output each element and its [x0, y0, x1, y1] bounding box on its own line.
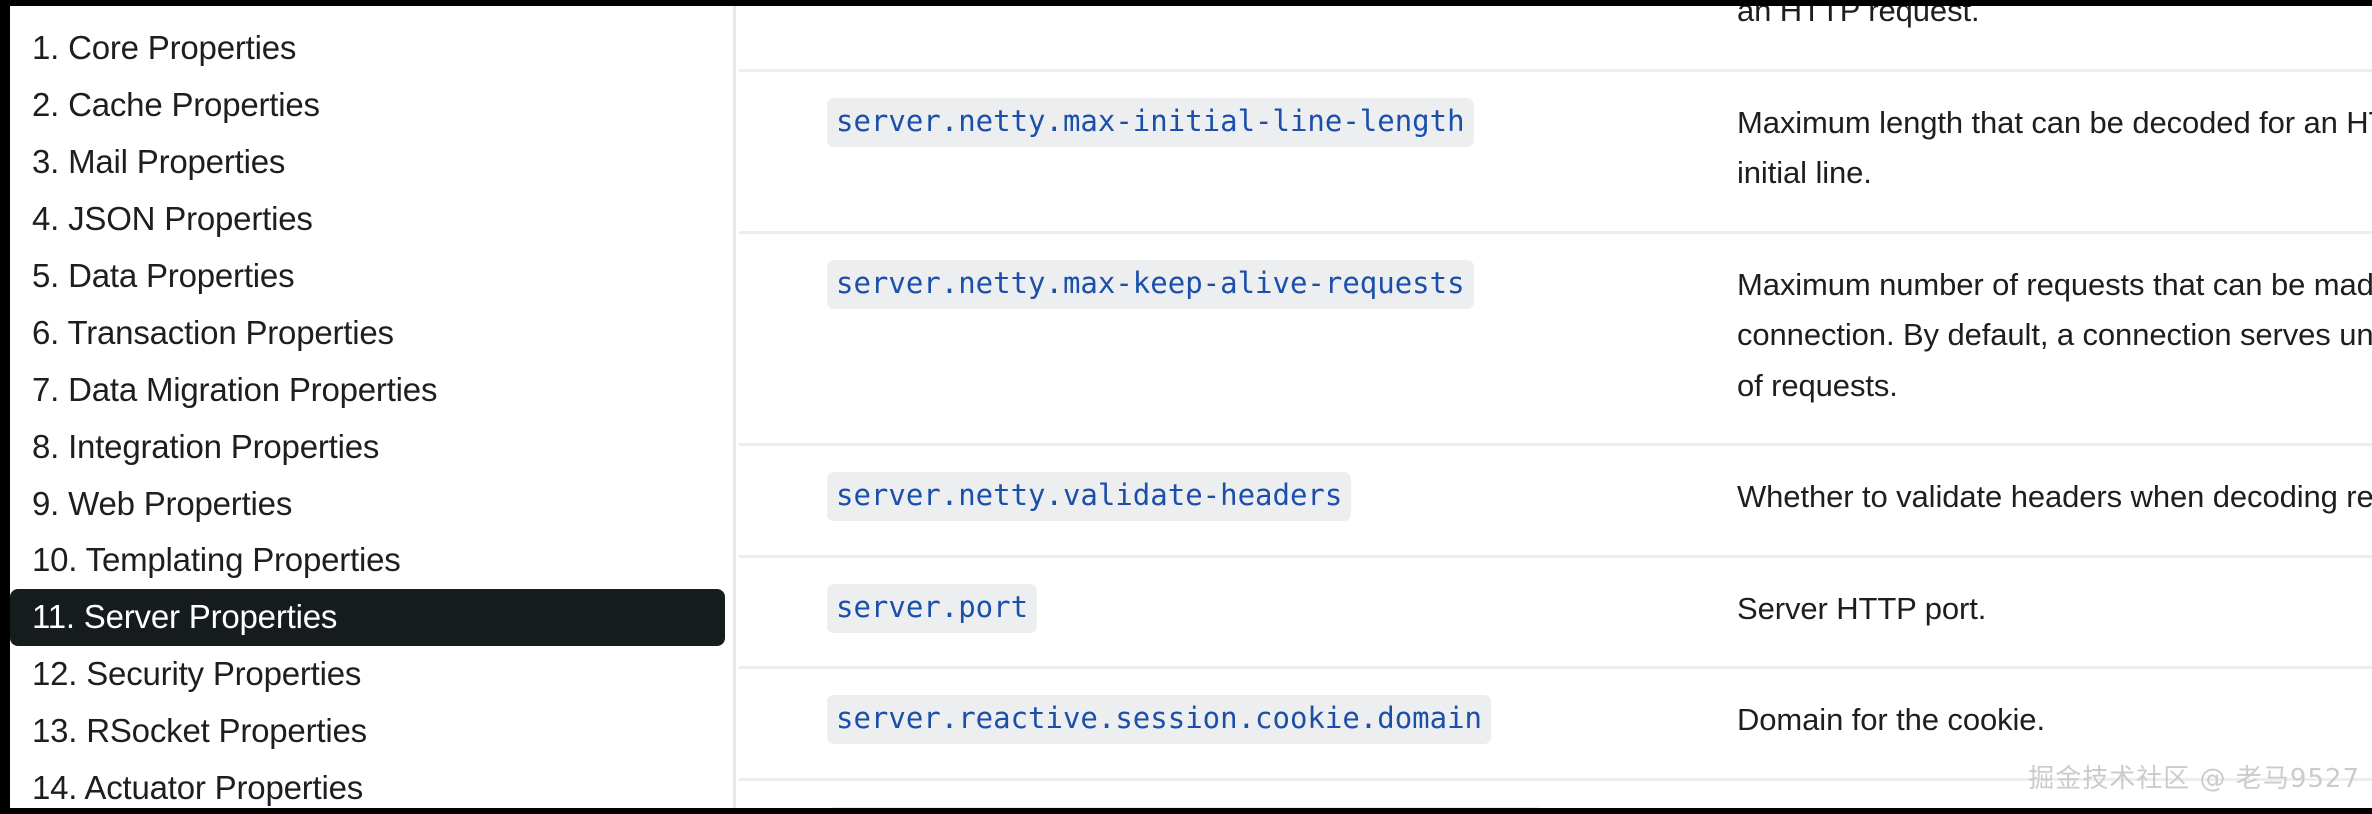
property-description: Maximum length that can be decoded for a…	[1737, 104, 2372, 191]
property-key-cell	[739, 6, 1711, 70]
sidebar-item-rsocket-properties[interactable]: 13. RSocket Properties	[32, 712, 367, 750]
sidebar-item-server-properties[interactable]: 11. Server Properties	[10, 589, 725, 647]
property-description: Maximum number of requests that can be m…	[1737, 266, 2372, 403]
property-description-cell: Maximum length that can be decoded for a…	[1711, 68, 2372, 233]
table-row: an HTTP request.	[739, 6, 2372, 70]
sidebar-item-data-properties[interactable]: 5. Data Properties	[32, 256, 295, 294]
property-description-cell: Domain for the cookie.	[1711, 666, 2372, 780]
sidebar-item-data-migration-properties[interactable]: 7. Data Migration Properties	[32, 370, 438, 408]
property-description: an HTTP request.	[1737, 6, 1980, 28]
property-key-cell: server.netty.max-initial-line-length	[739, 68, 1711, 233]
property-key-cell: server.netty.max-keep-alive-requests	[739, 230, 1711, 445]
property-key[interactable]: server.reactive.session.cookie.http-only	[827, 806, 1544, 808]
property-description-cell: Server HTTP port.	[1711, 554, 2372, 668]
sidebar-item-integration-properties[interactable]: 8. Integration Properties	[32, 427, 380, 465]
property-description: Server HTTP port.	[1737, 590, 1987, 626]
table-row: server.netty.validate-headers Whether to…	[739, 443, 2372, 557]
properties-table: an HTTP request. server.netty.max-initia…	[739, 6, 2372, 808]
property-key-cell: server.netty.validate-headers	[739, 443, 1711, 557]
property-description: Whether to use "HttpOnly" cookies for th…	[1737, 807, 2372, 808]
property-description-cell: Whether to validate headers when decodin…	[1711, 443, 2372, 557]
property-key[interactable]: server.reactive.session.cookie.domain	[827, 695, 1492, 745]
table-row: server.reactive.session.cookie.domain Do…	[739, 666, 2372, 780]
properties-content: an HTTP request. server.netty.max-initia…	[739, 6, 2372, 808]
property-description: Domain for the cookie.	[1737, 702, 2045, 738]
sidebar-item-cache-properties[interactable]: 2. Cache Properties	[32, 85, 320, 123]
property-key[interactable]: server.port	[827, 583, 1038, 633]
properties-table-body: an HTTP request. server.netty.max-initia…	[739, 6, 2372, 808]
sidebar-item-transaction-properties[interactable]: 6. Transaction Properties	[32, 313, 394, 351]
sidebar-item-web-properties[interactable]: 9. Web Properties	[32, 484, 293, 522]
sidebar-item-templating-properties[interactable]: 10. Templating Properties	[32, 541, 401, 579]
sidebar-item-security-properties[interactable]: 12. Security Properties	[32, 655, 362, 693]
table-row: server.netty.max-keep-alive-requests Max…	[739, 230, 2372, 445]
toc-list: 1. Core Properties 2. Cache Properties 3…	[10, 6, 733, 808]
toc-sidebar: 1. Core Properties 2. Cache Properties 3…	[10, 6, 736, 808]
sidebar-item-json-properties[interactable]: 4. JSON Properties	[32, 199, 313, 237]
sidebar-item-actuator-properties[interactable]: 14. Actuator Properties	[32, 769, 364, 807]
property-key-cell: server.port	[739, 554, 1711, 668]
property-description-cell: Whether to use "HttpOnly" cookies for th…	[1711, 777, 2372, 808]
table-row: server.port Server HTTP port.	[739, 554, 2372, 668]
sidebar-item-mail-properties[interactable]: 3. Mail Properties	[32, 142, 286, 180]
property-key[interactable]: server.netty.max-initial-line-length	[827, 97, 1474, 147]
property-key[interactable]: server.netty.validate-headers	[827, 472, 1352, 522]
property-key[interactable]: server.netty.max-keep-alive-requests	[827, 259, 1474, 309]
property-description: Whether to validate headers when decodin…	[1737, 479, 2372, 515]
property-description-cell: an HTTP request.	[1711, 6, 2372, 70]
table-row: server.netty.max-initial-line-length Max…	[739, 68, 2372, 233]
property-description-cell: Maximum number of requests that can be m…	[1711, 230, 2372, 445]
property-key-cell: server.reactive.session.cookie.http-only	[739, 777, 1711, 808]
table-row: server.reactive.session.cookie.http-only…	[739, 777, 2372, 808]
sidebar-item-core-properties[interactable]: 1. Core Properties	[32, 29, 297, 66]
property-key-cell: server.reactive.session.cookie.domain	[739, 666, 1711, 780]
